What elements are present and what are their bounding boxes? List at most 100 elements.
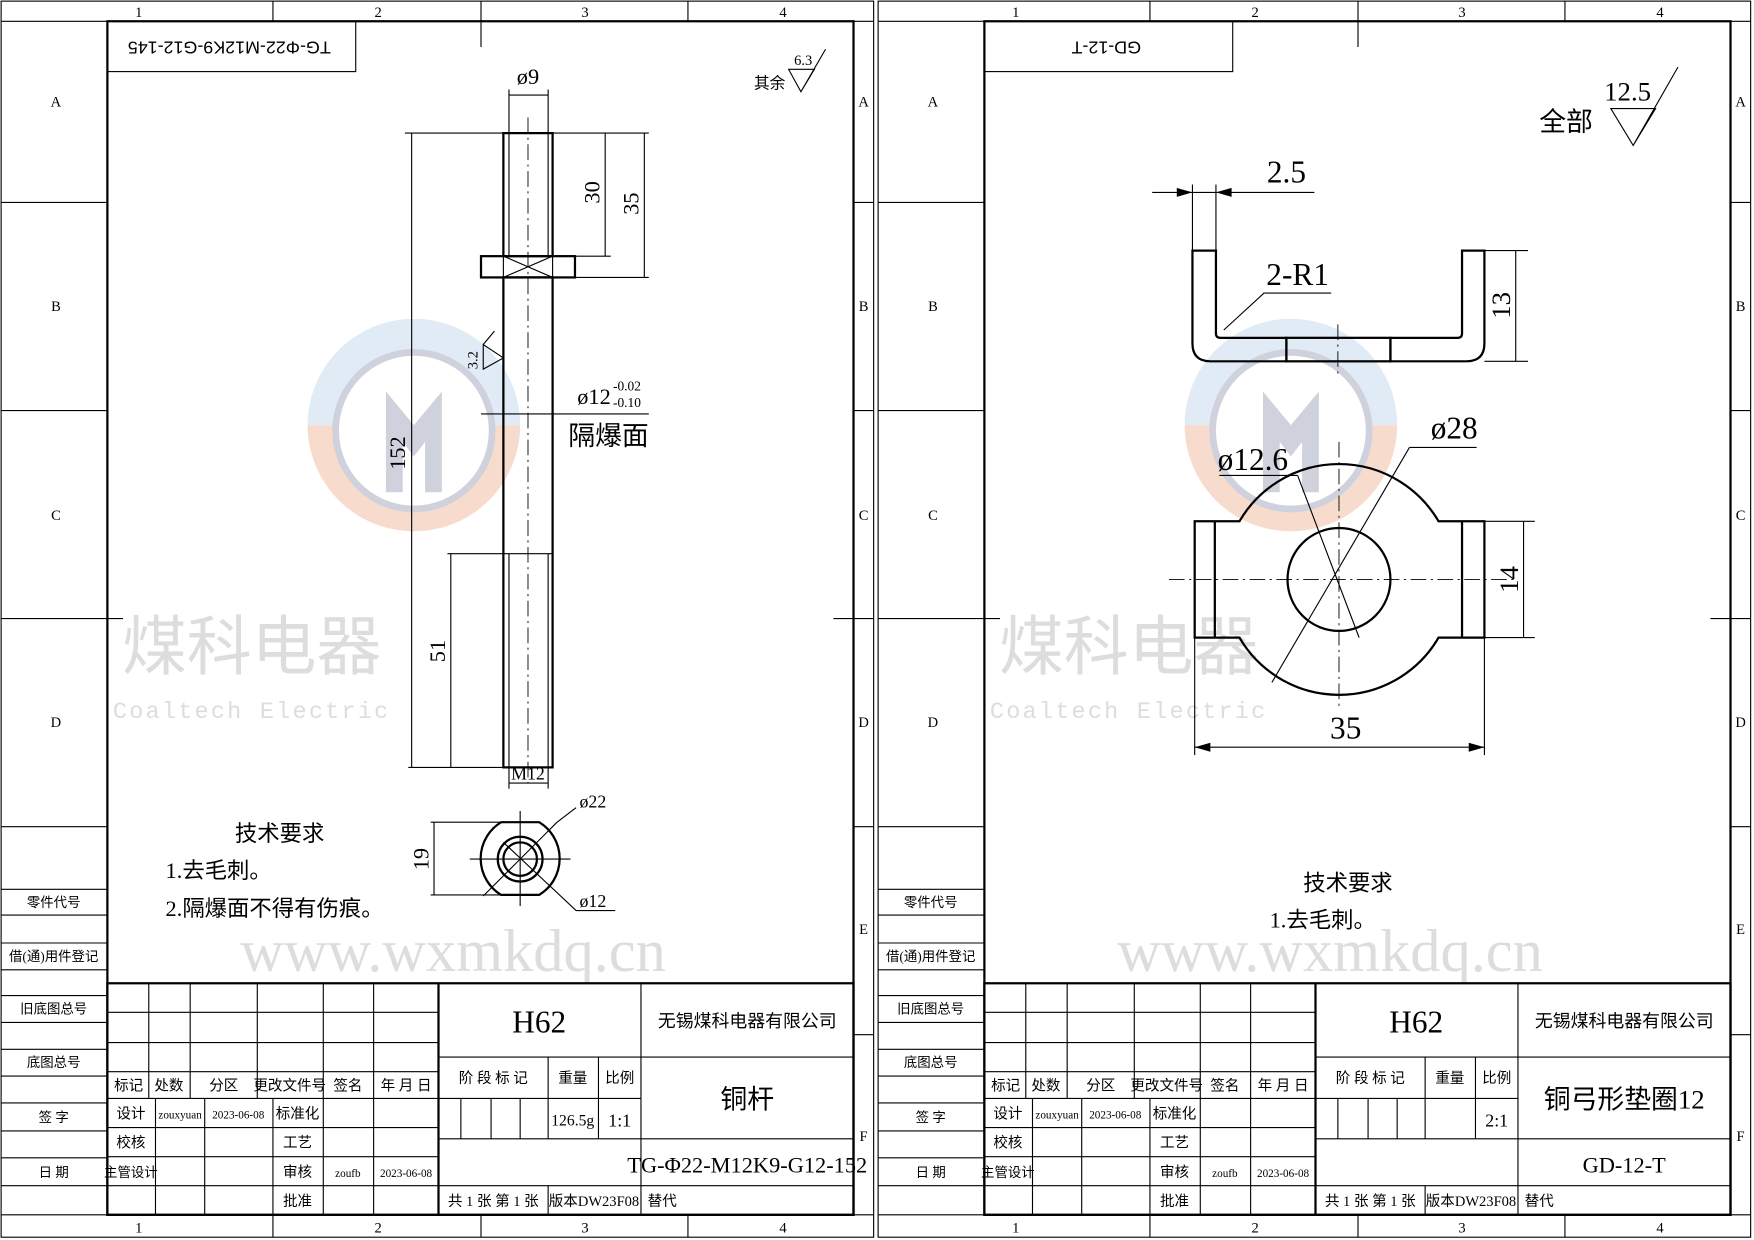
roughness-prefix: 其余 <box>754 73 786 92</box>
washer-section-right <box>1389 249 1486 363</box>
label-change-doc: 更改文件号 <box>1130 1078 1203 1095</box>
column-label: 1 <box>1012 1221 1019 1237</box>
label-chief-design: 主管设计 <box>104 1165 158 1180</box>
label-sheet-count: 共 1 张 第 1 张 <box>448 1192 539 1210</box>
zone-label: F <box>860 1129 868 1145</box>
zone-labels: A B C D A B C D E F <box>51 94 870 1145</box>
label-stage-mark: 阶 段 标 记 <box>1336 1070 1405 1087</box>
side-registration-table: 零件代号 借(通)用件登记 旧底图总号 底图总号 签 字 日 期 <box>1 888 108 1187</box>
roughness-symbol-icon <box>482 330 505 371</box>
dim-radius: 2-R1 <box>1266 257 1329 292</box>
tech-requirement-item: 1.去毛刺。 <box>166 858 272 883</box>
dim-13: 13 <box>1486 292 1516 319</box>
zone-label: A <box>928 94 939 110</box>
code-box-text: TG-Φ22-M12K9-G12-145 <box>128 37 331 57</box>
label-count: 处数 <box>1031 1078 1061 1095</box>
zone-label: D <box>51 715 62 731</box>
column-label: 2 <box>1251 5 1258 21</box>
label-review: 审核 <box>1160 1164 1189 1181</box>
column-labels-top: 1 2 3 4 <box>1012 5 1664 21</box>
label-standardize: 标准化 <box>276 1106 320 1123</box>
column-label: 2 <box>374 1221 381 1237</box>
title-block: 标记 处数 分区 更改文件号 签名 年 月 日 设计 校核 主管设计 标准化 工… <box>981 982 1732 1216</box>
design-date: 2023-06-08 <box>212 1110 265 1122</box>
dim-152: 152 <box>385 436 410 470</box>
weight-value: 126.5g <box>551 1112 594 1129</box>
part-name: 铜弓形垫圈12 <box>1544 1085 1705 1115</box>
zone-label: F <box>1737 1129 1745 1145</box>
code-box: TG-Φ22-M12K9-G12-145 <box>106 20 357 73</box>
label-version: 版本DW23F08 <box>1426 1193 1516 1210</box>
watermark-en: Coaltech Electric <box>990 699 1268 726</box>
review-date: 2023-06-08 <box>1257 1168 1310 1180</box>
watermark-en: Coaltech Electric <box>113 699 391 726</box>
label-design: 设计 <box>993 1106 1022 1123</box>
column-dividers <box>1149 1 1566 1238</box>
tech-requirements-title: 技术要求 <box>235 821 324 846</box>
side-label: 底图总号 <box>904 1055 958 1070</box>
dim-tolerance-upper: -0.02 <box>613 378 641 393</box>
watermark-url: www.wxmkdq.cn <box>1117 918 1542 985</box>
side-label: 日 期 <box>916 1165 946 1180</box>
company-name: 无锡煤科电器有限公司 <box>1535 1011 1714 1031</box>
side-registration-table: 零件代号 借(通)用件登记 旧底图总号 底图总号 签 字 日 期 <box>878 888 985 1187</box>
column-dividers <box>272 1 689 1238</box>
zone-label: C <box>859 508 869 524</box>
side-label: 签 字 <box>916 1109 946 1125</box>
column-labels-top: 1 2 3 4 <box>135 5 787 21</box>
part-name: 铜杆 <box>720 1085 774 1115</box>
side-label: 签 字 <box>39 1109 69 1125</box>
watermark-cn: 煤科电器 <box>999 610 1259 683</box>
zone-labels: A B C D A B C D E F <box>928 94 1747 1145</box>
dim-thickness-2-5: 2.5 <box>1267 154 1306 189</box>
side-label: 借(通)用件登记 <box>886 949 975 964</box>
column-label: 4 <box>779 1221 787 1237</box>
column-label: 2 <box>374 5 381 21</box>
material: H62 <box>512 1004 566 1039</box>
watermark: 煤科电器 Coaltech Electric www.wxmkdq.cn <box>113 318 666 985</box>
column-label: 3 <box>581 5 588 21</box>
dim-14: 14 <box>1494 566 1524 593</box>
dim-thread: M12 <box>511 764 545 784</box>
label-date: 年 月 日 <box>1258 1078 1309 1095</box>
side-label: 零件代号 <box>27 895 81 910</box>
dim-tolerance-lower: -0.10 <box>613 395 641 410</box>
scale-value: 2:1 <box>1485 1110 1508 1130</box>
tech-requirement-item: 2.隔爆面不得有伤痕。 <box>166 896 384 921</box>
code-box: GD-12-T <box>983 20 1234 73</box>
rod-drawing: 其余 6.3 ø9 30 35 152 51 3.2 ø12 -0.02 -0.… <box>166 48 827 921</box>
sheet-frame: 煤科电器 Coaltech Electric www.wxmkdq.cn 1 2… <box>877 0 1752 1238</box>
label-design: 设计 <box>116 1106 145 1123</box>
review-date: 2023-06-08 <box>380 1168 433 1180</box>
side-label: 借(通)用件登记 <box>9 949 98 964</box>
dim-d12: ø12 <box>577 384 611 409</box>
sheet-frame: 煤科电器 Coaltech Electric www.wxmkdq.cn 1 2… <box>0 0 875 1238</box>
code-box-text: GD-12-T <box>1071 37 1141 57</box>
dim-d28: ø28 <box>1431 411 1478 446</box>
dim-d12-bore: ø12 <box>579 891 606 911</box>
dim-d22: ø22 <box>579 792 606 812</box>
side-label: 零件代号 <box>904 895 958 910</box>
roughness-value: 6.3 <box>794 53 812 69</box>
logo-m-mark <box>385 391 442 493</box>
dim-roughness-3-2: 3.2 <box>466 351 482 369</box>
label-weight: 重量 <box>558 1070 587 1087</box>
label-zone: 分区 <box>209 1078 238 1095</box>
label-replace: 替代 <box>648 1193 678 1210</box>
column-label: 1 <box>1012 5 1019 21</box>
label-change-doc: 更改文件号 <box>253 1078 326 1095</box>
label-sign: 签名 <box>1210 1078 1239 1095</box>
roughness-value: 12.5 <box>1604 77 1651 107</box>
designer-name: zouxyuan <box>158 1110 202 1122</box>
zone-label: A <box>51 94 62 110</box>
label-scale: 比例 <box>605 1070 634 1087</box>
zone-dividers <box>1 201 874 1036</box>
reviewer-name: zoufb <box>1212 1168 1238 1180</box>
material: H62 <box>1389 1004 1443 1039</box>
dim-35: 35 <box>619 192 644 214</box>
column-labels-bottom: 1 2 3 4 <box>135 1221 787 1237</box>
column-label: 4 <box>1656 5 1664 21</box>
tech-requirement-item: 1.去毛刺。 <box>1270 907 1376 932</box>
watermark-cn: 煤科电器 <box>122 610 382 683</box>
dim-35: 35 <box>1330 710 1361 745</box>
